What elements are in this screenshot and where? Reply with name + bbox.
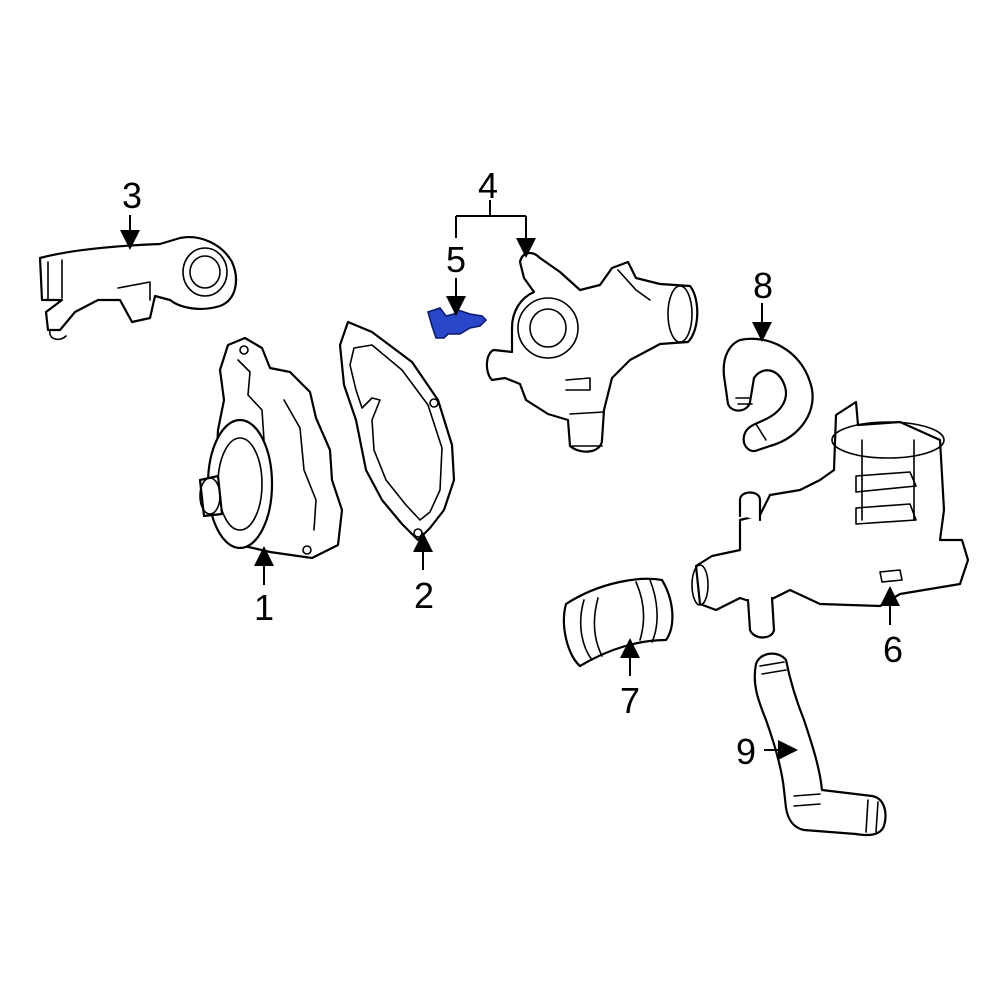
callout-9: 9 (736, 731, 756, 772)
short-hose-part-7[interactable] (562, 577, 674, 668)
callout-4: 4 (478, 165, 498, 206)
callout-3: 3 (122, 175, 142, 216)
sensor-body (427, 307, 488, 339)
thermostat-housing-part-4[interactable] (485, 252, 699, 453)
callout-1: 1 (254, 587, 274, 628)
callout-8: 8 (753, 265, 773, 306)
callout-5: 5 (446, 239, 466, 280)
coolant-housing-part-6[interactable] (691, 400, 970, 639)
callout-7: 7 (620, 680, 640, 721)
long-hose-part-9[interactable] (753, 652, 887, 837)
callout-2: 2 (414, 575, 434, 616)
water-pump-part-1[interactable] (198, 336, 344, 560)
callout-labels: 3 1 2 4 5 8 6 7 9 (122, 165, 903, 772)
callout-6: 6 (883, 629, 903, 670)
hose-part-8[interactable] (722, 337, 814, 453)
outlet-pipe-part-3[interactable] (38, 236, 238, 341)
temperature-sensor-part-5[interactable] (427, 307, 488, 339)
gasket-part-2[interactable] (338, 320, 456, 542)
leader-lines (120, 200, 900, 760)
